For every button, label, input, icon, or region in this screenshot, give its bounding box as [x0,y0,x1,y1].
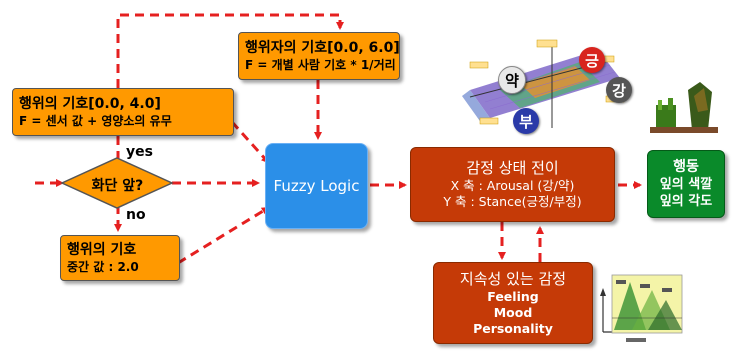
action-line2: 잎의 각도 [659,194,713,209]
positive-axis-circle: 긍 [579,47,605,73]
preference-distance-title: 행위자의 기호[0.0, 6.0] [245,40,400,56]
fuzzy-logic-box: Fuzzy Logic [265,143,368,229]
emotion-transition-box: 감정 상태 전이 X 축 : Arousal (강/약) Y 축 : Stanc… [410,147,615,222]
arrow-mid-fuzzy [177,206,270,265]
arrow-sensor-fuzzy [230,120,270,164]
preference-sensor-box: 행위의 기호[0.0, 4.0] F = 센서 값 + 영양소의 유무 [12,88,234,136]
preference-distance-formula: F = 개별 사람 기호 * 1/거리 [245,58,396,72]
emotion-transition-title: 감정 상태 전이 [466,159,559,177]
preference-distance-box: 행위자의 기호[0.0, 6.0] F = 개별 사람 기호 * 1/거리 [238,32,400,80]
preference-sensor-formula: F = 센서 값 + 영양소의 유무 [19,114,172,128]
strong-axis-circle: 강 [606,77,632,103]
action-title: 행동 [673,159,699,175]
mood-chart-graphic [600,274,683,342]
preference-sensor-title: 행위의 기호[0.0, 4.0] [19,96,161,112]
preference-mid-title: 행위의 기호 [67,242,137,258]
lasting-emotion-box: 지속성 있는 감정 Feeling Mood Personality [433,262,593,344]
yes-label: yes [126,144,153,160]
preference-mid-formula: 중간 값 : 2.0 [67,260,139,274]
action-box: 행동 잎의 색깔 잎의 각도 [647,150,725,218]
lasting-emotion-item: Personality [473,321,553,336]
action-line1: 잎의 색깔 [659,177,713,192]
decision-label: 화단 앞? [91,178,144,194]
plant-image-left [650,98,682,133]
negative-axis-circle: 부 [513,108,539,134]
decision-diamond [60,157,174,209]
weak-axis-circle: 약 [498,66,526,94]
emotion-x-axis: X 축 : Arousal (강/약) [450,178,575,193]
lasting-emotion-item: Mood [493,305,533,320]
emotion-y-axis: Y 축 : Stance(긍정/부정) [443,194,582,209]
arrow-top-loop [116,13,344,88]
plant-image-right [682,82,718,133]
fuzzy-logic-label: Fuzzy Logic [273,177,360,195]
no-label: no [126,207,146,223]
lasting-emotion-title: 지속성 있는 감정 [459,270,567,288]
lasting-emotion-item: Feeling [487,289,539,304]
preference-mid-box: 행위의 기호 중간 값 : 2.0 [60,235,180,281]
emotion-surface-graphic [462,39,625,128]
